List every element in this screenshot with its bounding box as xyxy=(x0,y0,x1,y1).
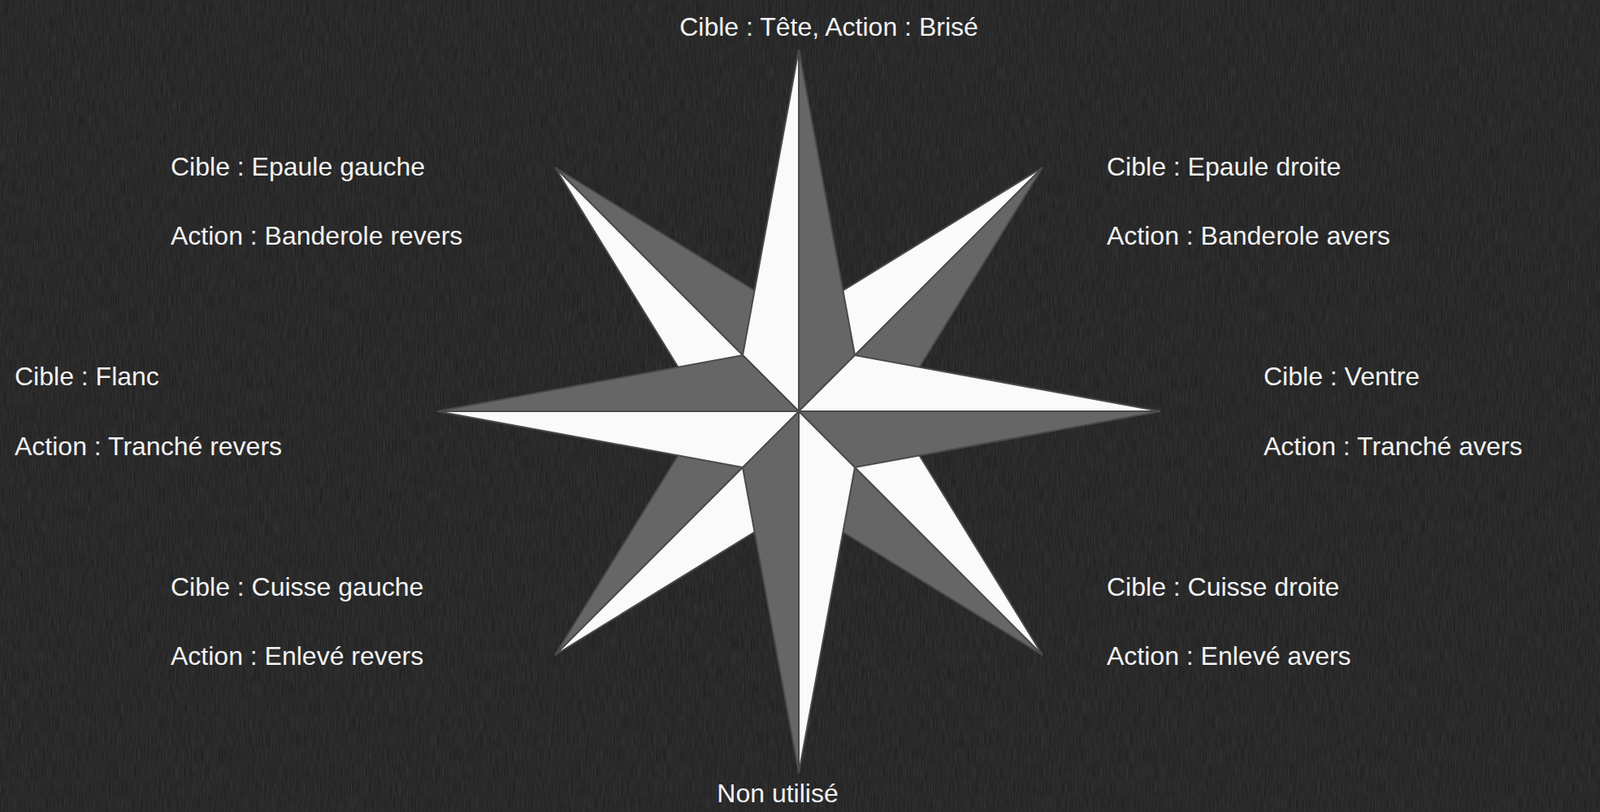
star-point-dark xyxy=(437,355,799,412)
star-point-dark xyxy=(798,411,1161,468)
target-label: Action : Banderole avers xyxy=(1106,220,1391,252)
star-point-light xyxy=(798,411,855,773)
target-label: Cible : Epaule droite xyxy=(1106,151,1341,183)
star-point-light xyxy=(742,49,799,412)
target-label: Action : Tranché revers xyxy=(14,430,282,462)
target-label: Cible : Epaule gauche xyxy=(170,151,425,183)
target-label: Action : Enlevé revers xyxy=(170,640,424,672)
target-label: Cible : Cuisse droite xyxy=(1106,571,1340,603)
target-label: Cible : Ventre xyxy=(1263,360,1420,392)
star-point-dark xyxy=(798,49,855,412)
target-label: Cible : Tête, Action : Brisé xyxy=(679,11,979,43)
target-label: Non utilisé xyxy=(716,777,838,809)
star-point-dark xyxy=(742,411,799,773)
star-point-light xyxy=(798,355,1161,412)
target-label: Action : Tranché avers xyxy=(1263,430,1522,462)
star-point-light xyxy=(437,411,799,468)
target-label: Action : Enlevé avers xyxy=(1106,640,1352,672)
target-label: Cible : Cuisse gauche xyxy=(170,571,424,603)
target-label: Action : Banderole revers xyxy=(170,220,463,252)
target-label: Cible : Flanc xyxy=(14,360,160,392)
